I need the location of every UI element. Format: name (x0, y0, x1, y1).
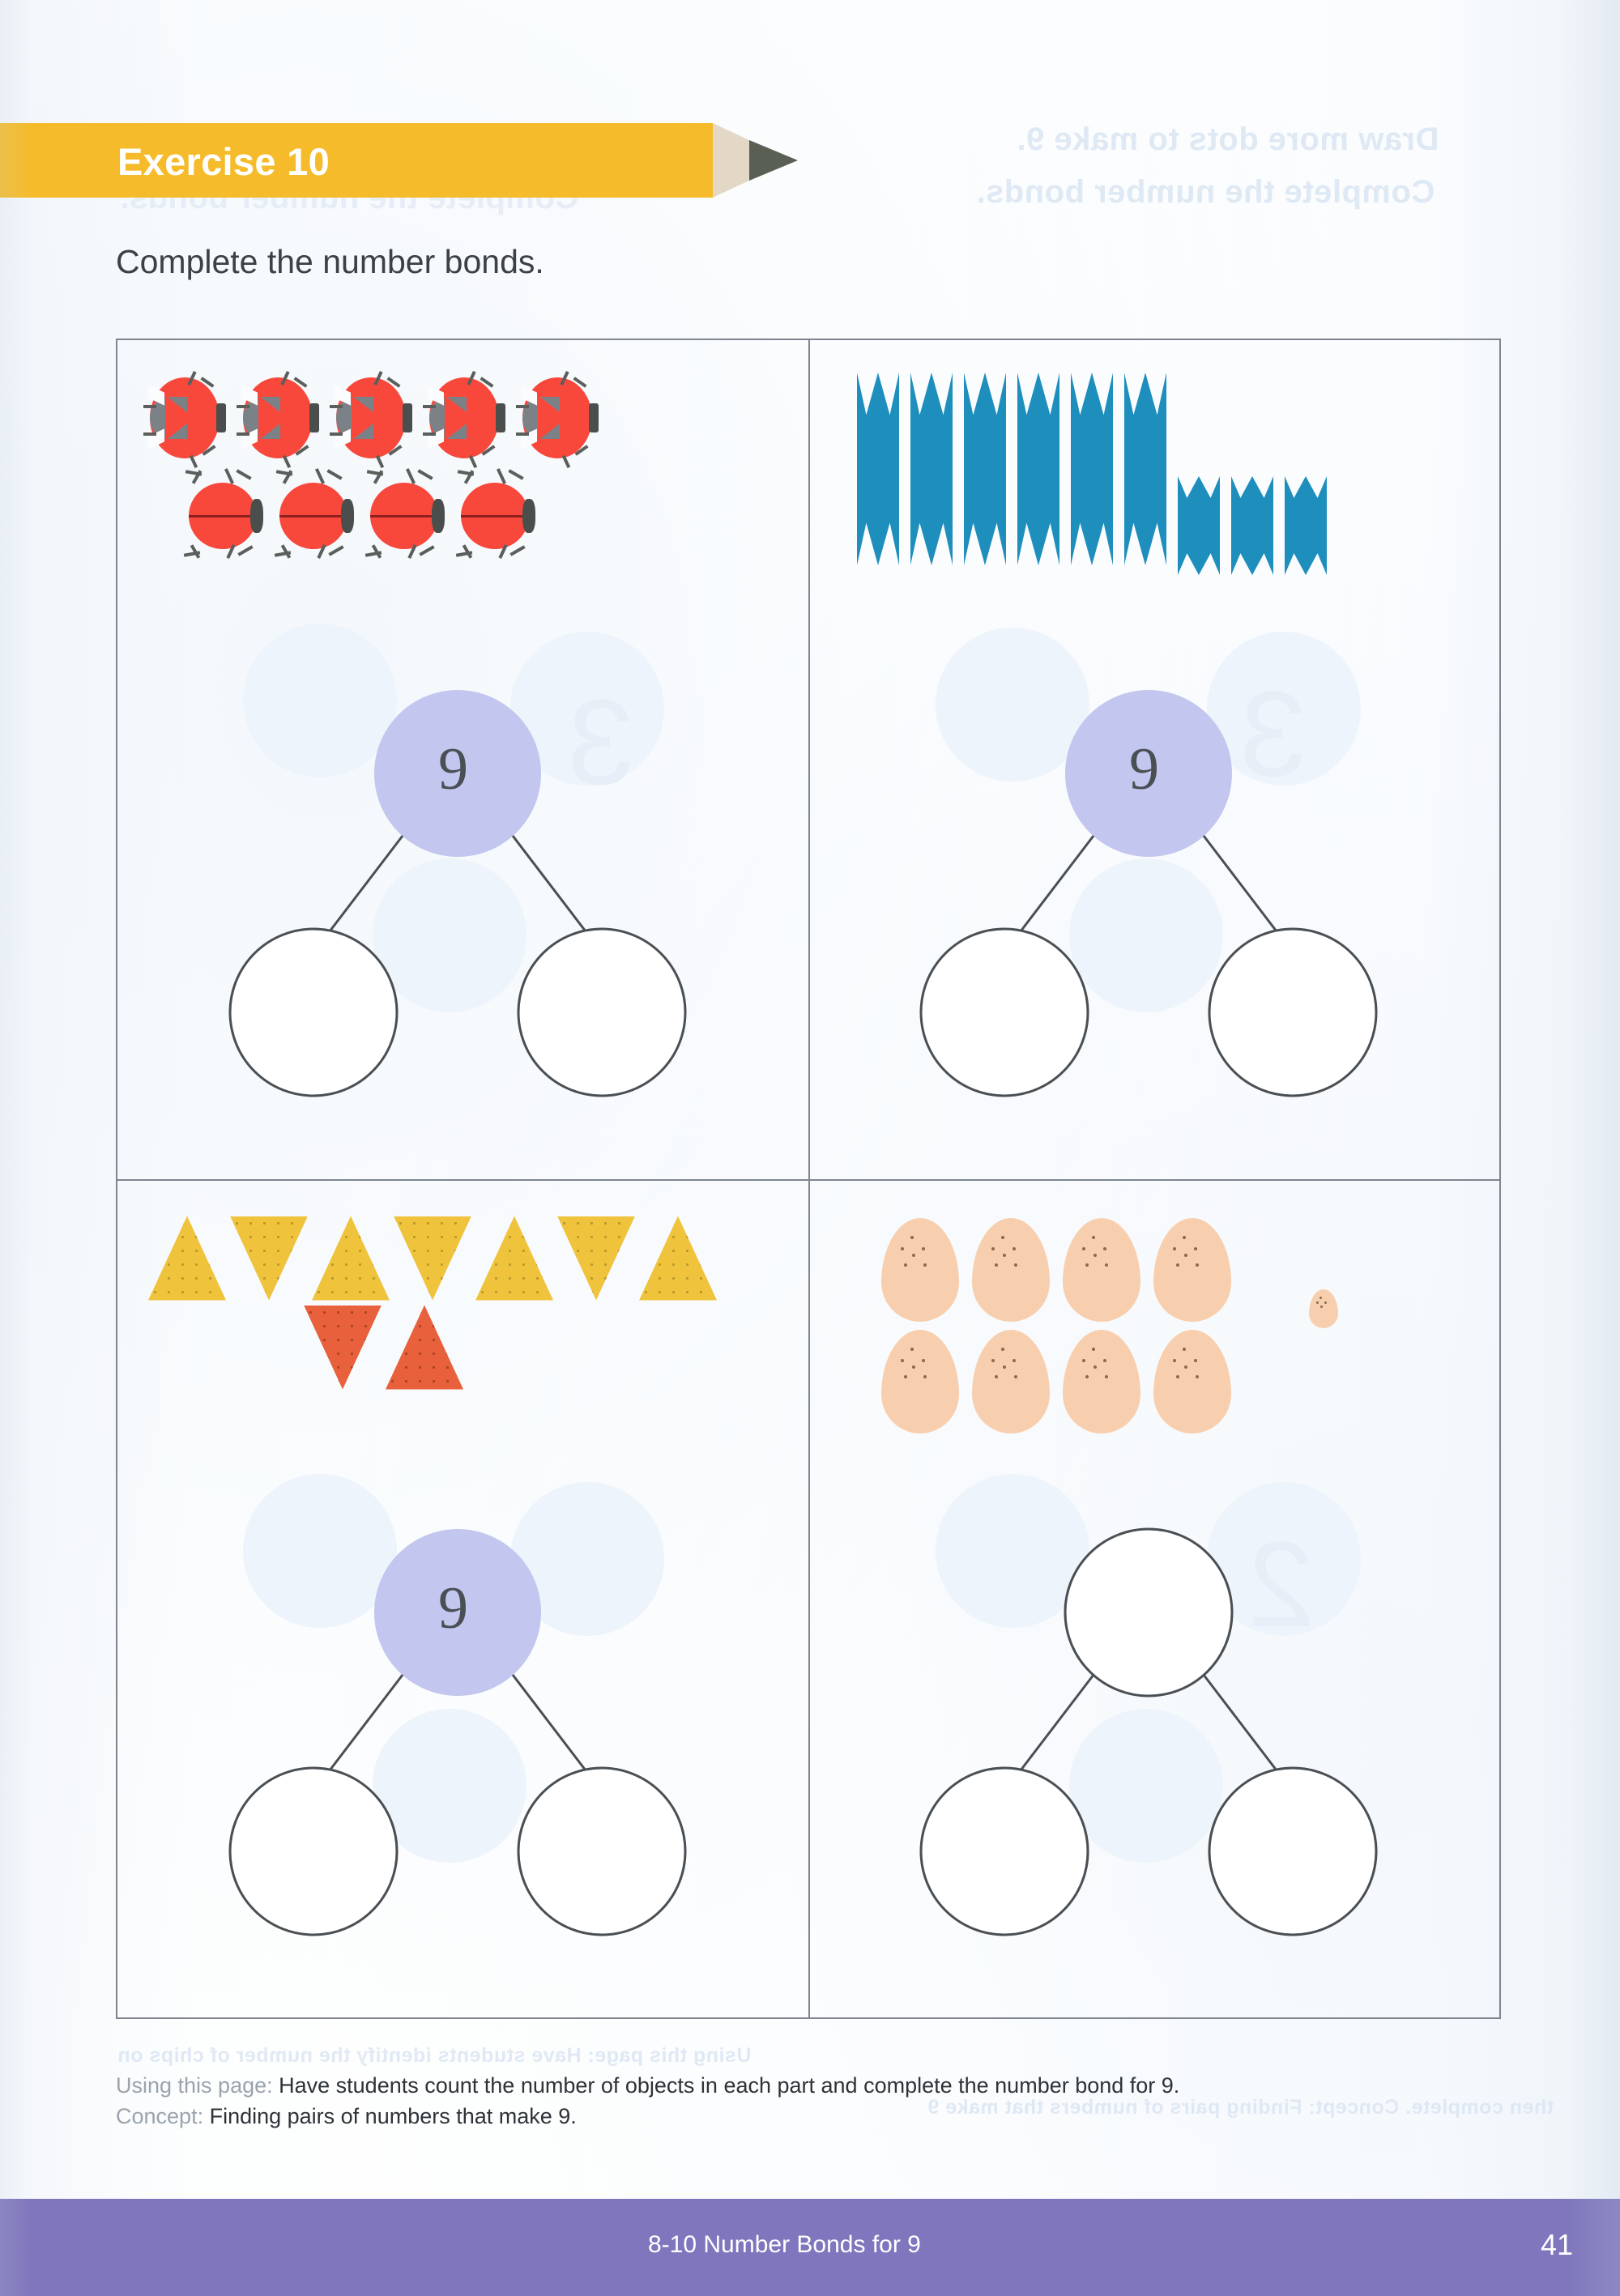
ladybug-side-icon (516, 370, 603, 469)
triangle-icon (394, 1216, 471, 1301)
exercise-label: Exercise 10 (117, 140, 330, 183)
triangle-row-orange (304, 1305, 467, 1390)
using-this-page-text: Have students count the number of object… (272, 2073, 1180, 2098)
ladybug-top-icon (362, 468, 446, 560)
ladybug-row-top (143, 370, 609, 469)
ribbon-objects (808, 363, 1499, 703)
panel-ribbons: 9 (808, 340, 1499, 1179)
page-edge-right (1563, 0, 1620, 2296)
ribbon-icon (964, 373, 1006, 565)
egg-icon (972, 1217, 1050, 1322)
egg-icon (881, 1217, 959, 1322)
ribbon-icon (1285, 476, 1327, 575)
egg-icon (1063, 1329, 1140, 1433)
egg-icon (1063, 1217, 1140, 1322)
ladybug-top-icon (271, 468, 356, 560)
ribbon-row (857, 373, 1338, 575)
bond-part-right-circle (1208, 1766, 1378, 1936)
bond-part-right-circle (517, 927, 687, 1097)
ribbon-icon (1071, 373, 1113, 565)
footer-band: 8-10 Number Bonds for 9 41 (0, 2199, 1620, 2296)
concept-note: Concept: Finding pairs of numbers that m… (116, 2101, 1179, 2132)
ladybug-top-icon (453, 468, 537, 560)
bond-part-right-circle (1208, 927, 1378, 1097)
number-bond-2: 9 (865, 688, 1432, 1110)
triangle-icon (475, 1216, 553, 1301)
concept-text: Finding pairs of numbers that make 9. (203, 2104, 577, 2128)
egg-icon-small (1309, 1289, 1338, 1328)
ladybug-side-icon (143, 370, 231, 469)
using-this-page-key: Using this page: (116, 2073, 273, 2098)
bond-part-left-circle (919, 927, 1089, 1097)
triangle-icon (148, 1216, 226, 1301)
using-this-page-note: Using this page: Have students count the… (116, 2070, 1179, 2101)
pencil-tip-icon (749, 140, 798, 181)
instruction-text: Complete the number bonds. (116, 243, 544, 280)
ribbon-icon (910, 373, 953, 565)
ladybug-side-icon (423, 370, 510, 469)
triangle-icon (386, 1305, 463, 1390)
bond-whole-value: 9 (1129, 736, 1159, 803)
number-bond-3: 9 (174, 1527, 741, 1949)
bond-whole-circle (374, 690, 541, 857)
triangle-icon (639, 1216, 717, 1301)
number-bond-1: 9 (174, 688, 741, 1110)
triangle-row-yellow (148, 1216, 721, 1301)
triangle-icon (312, 1216, 390, 1301)
bond-part-left-circle (228, 1766, 399, 1936)
page-edge-left (0, 0, 32, 2296)
egg-icon (881, 1329, 959, 1433)
egg-grid (808, 1202, 1499, 1445)
ribbon-icon (857, 373, 899, 565)
panel-ladybugs: 9 (117, 340, 808, 1179)
bond-whole-circle (1064, 1527, 1234, 1697)
bond-part-left-circle (228, 927, 399, 1097)
egg-objects (808, 1202, 1499, 1542)
ladybug-top-icon (181, 468, 265, 560)
bond-whole-circle (1065, 690, 1232, 857)
egg-icon (1153, 1329, 1231, 1433)
bond-part-left-circle (919, 1766, 1089, 1936)
showthrough-subtitle: Complete the number bonds. (976, 174, 1435, 210)
ladybug-row-bottom (181, 468, 544, 560)
showthrough-footer-line1: Using this page: Have students identify … (117, 2044, 752, 2067)
bond-part-right-circle (517, 1766, 687, 1936)
teacher-notes: Using this page: Have students count the… (116, 2070, 1179, 2132)
bond-whole-value: 9 (438, 1574, 468, 1642)
exercise-banner: Exercise 10 (0, 123, 818, 198)
exercise-grid: 9 (116, 339, 1501, 2019)
triangle-icon (557, 1216, 635, 1301)
triangle-icon (304, 1305, 382, 1390)
footer-title: 8-10 Number Bonds for 9 (648, 2231, 921, 2258)
panel-triangles: 9 (117, 1179, 808, 2018)
bond-whole-value: 9 (438, 736, 468, 803)
egg-icon (972, 1329, 1050, 1433)
ribbon-icon (1017, 373, 1059, 565)
grid-horizontal-divider (117, 1178, 1499, 1181)
ladybug-side-icon (330, 370, 417, 469)
ladybug-side-icon (237, 370, 324, 469)
footer-page-number: 41 (1540, 2228, 1573, 2261)
triangle-icon (230, 1216, 308, 1301)
ribbon-icon (1231, 476, 1273, 575)
egg-icon (1153, 1217, 1231, 1322)
ribbon-icon (1178, 476, 1220, 575)
banner-body (0, 123, 713, 198)
number-bond-4 (865, 1527, 1432, 1949)
showthrough-title: Draw more dots to make 9. (1017, 121, 1439, 157)
concept-key: Concept: (116, 2104, 204, 2128)
bond-whole-circle (374, 1528, 541, 1696)
ladybug-objects (117, 363, 808, 703)
panel-eggs (808, 1179, 1499, 2018)
ribbon-icon (1124, 373, 1166, 565)
triangle-objects (117, 1202, 808, 1542)
